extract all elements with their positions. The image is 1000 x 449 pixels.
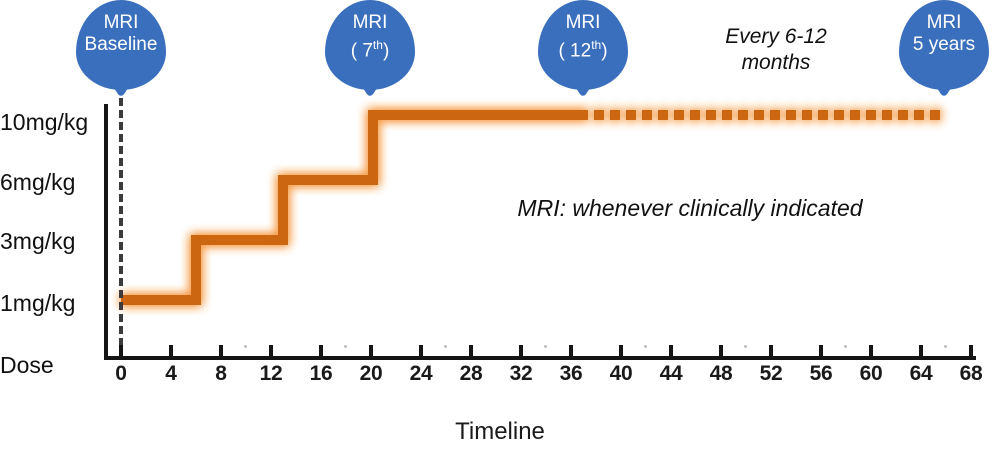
x-tick-0 [119, 345, 123, 358]
x-tick-label-20: 20 [359, 362, 383, 385]
note-every-6-12-months: Every 6-12 months [676, 24, 876, 76]
x-tick-68 [969, 345, 973, 358]
x-tick-label-52: 52 [759, 362, 783, 385]
x-minor-dot [944, 345, 947, 348]
x-tick-label-48: 48 [709, 362, 733, 385]
x-tick-20 [369, 345, 373, 358]
pin-title: MRI [926, 12, 962, 33]
x-minor-dot [244, 345, 247, 348]
pin-title: MRI [565, 12, 601, 33]
x-tick-label-68: 68 [959, 362, 983, 385]
y-axis-title-dose: Dose [0, 352, 54, 378]
x-tick-24 [419, 345, 423, 358]
x-tick-label-44: 44 [659, 362, 683, 385]
x-tick-label-40: 40 [609, 362, 633, 385]
x-tick-label-16: 16 [309, 362, 333, 385]
x-tick-64 [919, 345, 923, 358]
x-tick-44 [669, 345, 673, 358]
x-tick-52 [769, 345, 773, 358]
x-tick-32 [519, 345, 523, 358]
note-every-line2: months [741, 51, 811, 74]
x-tick-label-12: 12 [259, 362, 283, 385]
x-tick-label-8: 8 [215, 362, 227, 385]
pin-subtitle: ( 7th) [350, 38, 390, 62]
x-minor-dot [544, 345, 547, 348]
pin-title: MRI [103, 12, 139, 33]
x-tick-label-24: 24 [409, 362, 433, 385]
x-minor-dot [644, 345, 647, 348]
x-minor-dot [844, 345, 847, 348]
baseline-dashed-line [119, 86, 123, 358]
pin-label-baseline: MRI Baseline [63, 12, 179, 56]
y-label-3mgkg: 3mg/kg [0, 228, 76, 254]
pin-label-7th: MRI ( 7th) [312, 12, 428, 62]
y-label-1mgkg: 1mg/kg [0, 290, 76, 316]
x-tick-4 [169, 345, 173, 358]
x-tick-label-4: 4 [165, 362, 177, 385]
x-tick-label-32: 32 [509, 362, 533, 385]
x-tick-8 [219, 345, 223, 358]
pin-label-12th: MRI ( 12th) [525, 12, 641, 62]
x-minor-dot [744, 345, 747, 348]
pin-label-5years: MRI 5 years [886, 12, 1000, 56]
x-minor-dot [444, 345, 447, 348]
x-tick-48 [719, 345, 723, 358]
x-tick-36 [569, 345, 573, 358]
x-tick-label-56: 56 [809, 362, 833, 385]
x-tick-16 [319, 345, 323, 358]
x-tick-label-64: 64 [909, 362, 933, 385]
x-tick-12 [269, 345, 273, 358]
x-tick-60 [869, 345, 873, 358]
note-mri-clinically-indicated: MRI: whenever clinically indicated [517, 195, 863, 221]
x-tick-label-36: 36 [559, 362, 583, 385]
pin-subtitle: ( 12th) [558, 38, 608, 62]
x-axis-title: Timeline [455, 418, 545, 445]
x-tick-label-0: 0 [115, 362, 127, 385]
x-tick-label-60: 60 [859, 362, 883, 385]
pin-title: MRI [352, 12, 388, 33]
x-axis-line [104, 356, 976, 360]
x-tick-label-28: 28 [459, 362, 483, 385]
x-minor-dot [344, 345, 347, 348]
y-label-6mgkg: 6mg/kg [0, 169, 76, 195]
x-tick-40 [619, 345, 623, 358]
x-tick-56 [819, 345, 823, 358]
x-tick-28 [469, 345, 473, 358]
y-label-10mgkg: 10mg/kg [0, 109, 89, 135]
pin-subtitle: 5 years [912, 34, 976, 55]
pin-subtitle: Baseline [84, 34, 158, 55]
y-axis-line [104, 104, 108, 360]
note-every-line1: Every 6-12 [725, 25, 827, 48]
